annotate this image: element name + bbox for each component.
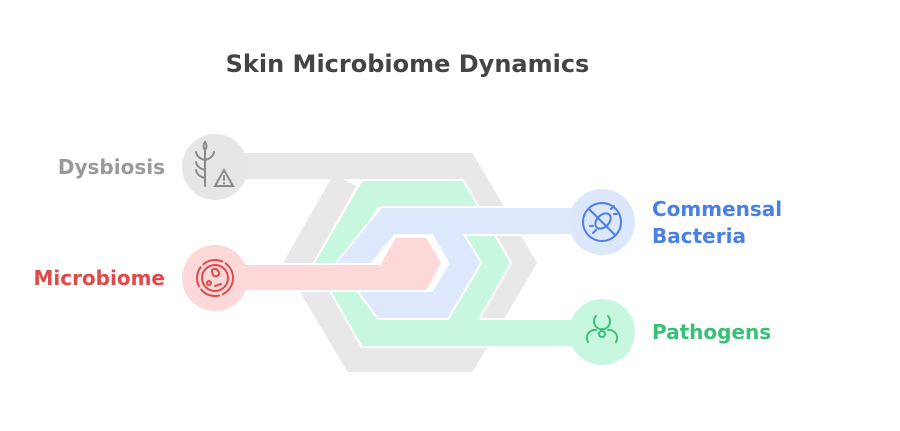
pathogens-path (312, 179, 602, 348)
microbiome-path (214, 236, 444, 292)
microbiome-label: Microbiome (33, 266, 165, 290)
no-bacteria-icon (582, 202, 622, 242)
commensal-bacteria-label: Commensal Bacteria (652, 196, 782, 250)
microbiome-node (182, 245, 248, 311)
dysbiosis-node (182, 134, 248, 200)
commensal-label-line1: Commensal (652, 197, 783, 221)
commensal-label-line2: Bacteria (652, 224, 746, 248)
pathogens-label: Pathogens (652, 320, 772, 344)
plant-warning-icon (195, 140, 235, 187)
biohazard-icon (585, 315, 619, 343)
petri-dish-icon (196, 259, 234, 297)
diagram-title: Skin Microbiome Dynamics (225, 50, 590, 78)
commensal-path (335, 206, 602, 320)
dysbiosis-label: Dysbiosis (57, 155, 165, 179)
